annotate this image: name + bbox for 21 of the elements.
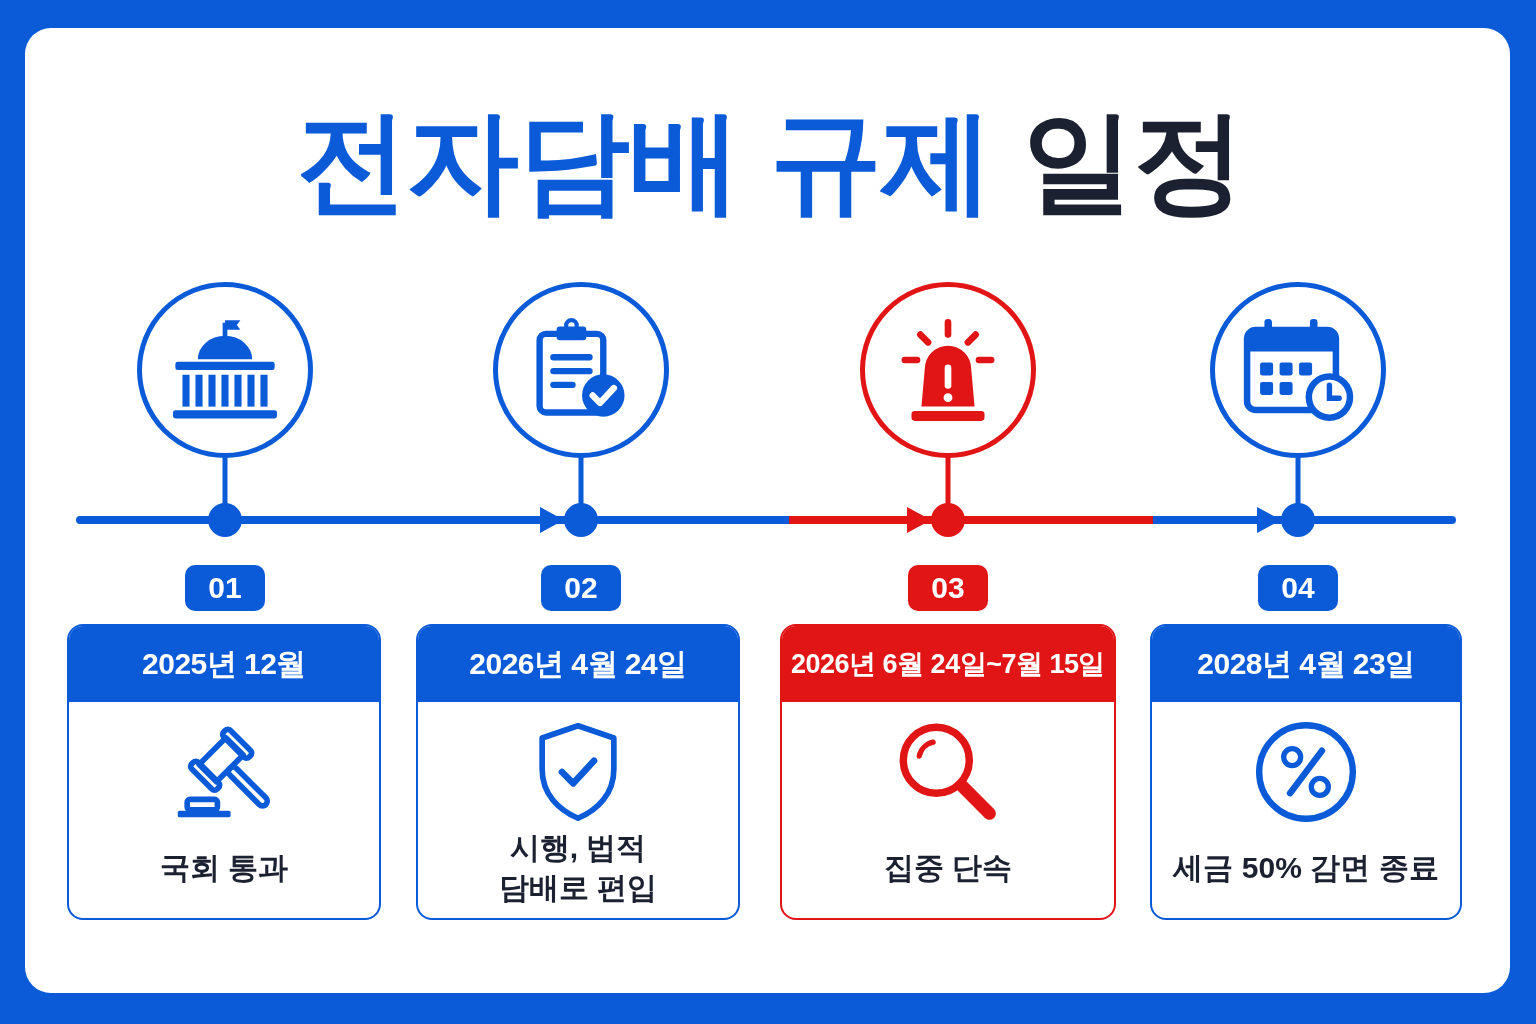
stem-line [578, 455, 584, 506]
step-number: 04 [1258, 565, 1338, 611]
step-number: 03 [908, 565, 988, 611]
stem-line [222, 455, 228, 506]
title: 전자담배 규제 일정 [295, 98, 1245, 226]
milestone-card [780, 624, 1116, 920]
date-header: 2026년 4월 24일 [418, 626, 738, 702]
milestone-text: 국회 통과 [159, 849, 289, 886]
step-number: 02 [541, 565, 621, 611]
milestone-card [67, 624, 381, 920]
milestone-text: 세금 50% 감면 종료 [1173, 849, 1439, 886]
date-header: 2026년 6월 24일~7월 15일 [782, 626, 1114, 702]
milestone-text: 집중 단속 [883, 849, 1013, 886]
date-header: 2028년 4월 23일 [1152, 626, 1460, 702]
step-number: 01 [185, 565, 265, 611]
stem-line [1295, 455, 1301, 506]
stem-line [945, 455, 951, 506]
milestone-card [1150, 624, 1462, 920]
milestone-card [416, 624, 740, 920]
date-header: 2025년 12월 [69, 626, 379, 702]
milestone-text: 시행, 법적 담배로 편입 [497, 829, 659, 906]
